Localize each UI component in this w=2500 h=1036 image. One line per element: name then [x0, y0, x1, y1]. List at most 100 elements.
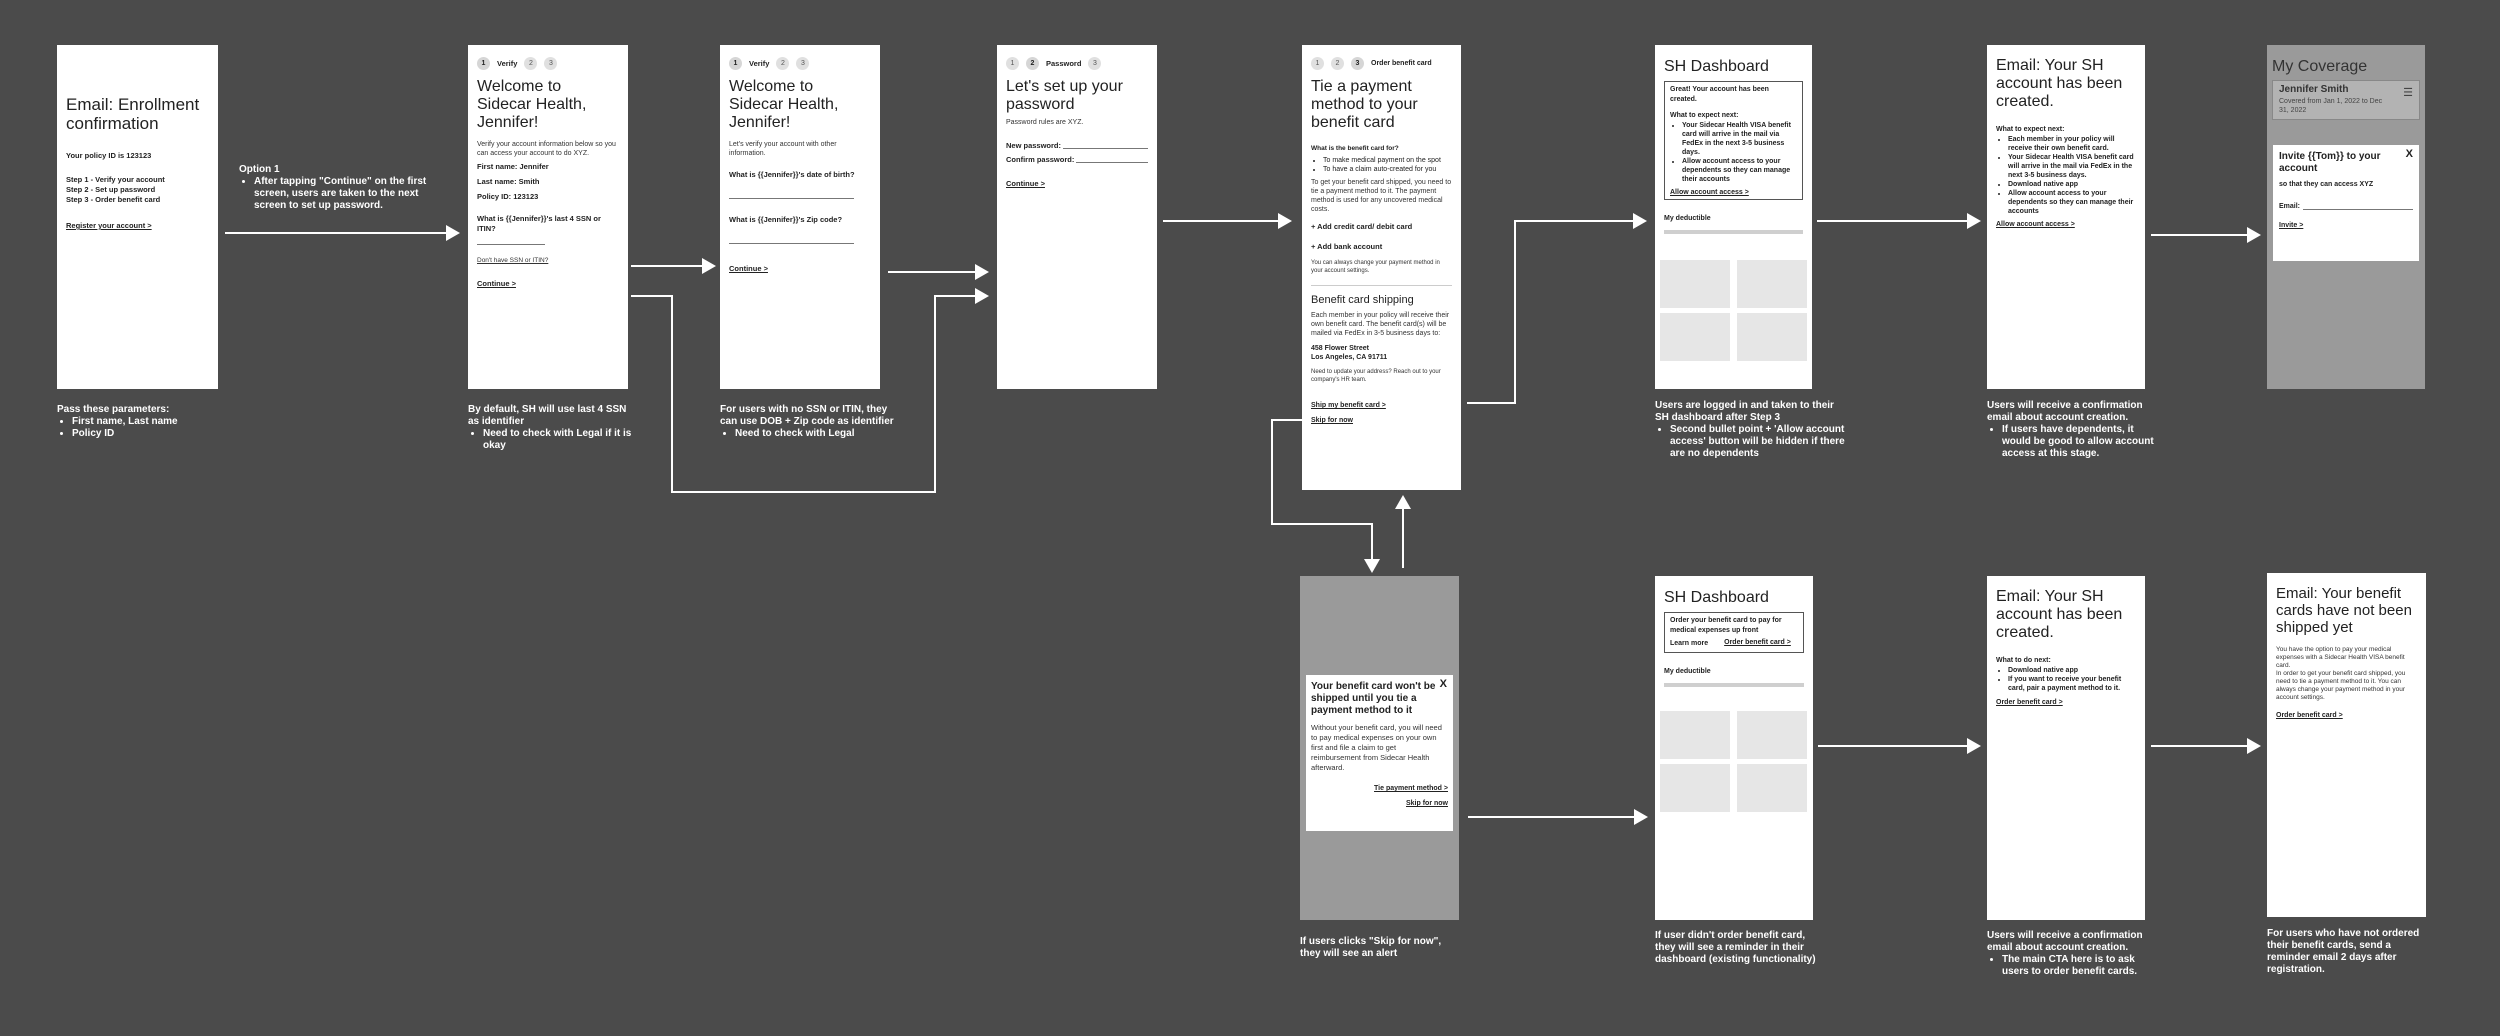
step-2-dot: 2 — [776, 57, 790, 70]
new-password-label: New password: — [1006, 141, 1062, 150]
step-1-dot: 1 — [729, 57, 742, 70]
allow-access-link[interactable]: Allow account access > — [1996, 221, 2075, 228]
new-password-input[interactable] — [1063, 148, 1148, 149]
deductible-label: My deductible — [1664, 215, 1711, 222]
page-title: My Coverage — [2272, 58, 2368, 75]
learn-more-link[interactable]: Learn more — [1670, 640, 1709, 647]
page-title: SH Dashboard — [1664, 58, 1769, 75]
screen-set-password: 1 2 Password 3 Let's set up your passwor… — [997, 45, 1157, 389]
screen-dashboard-reminder: SH Dashboard Order your benefit card to … — [1655, 576, 1813, 920]
order-card-link[interactable]: Order benefit card > — [1996, 699, 2063, 706]
ship-card-link[interactable]: Ship my benefit card > — [1311, 402, 1386, 409]
order-reminder-banner: Order your benefit card to pay for medic… — [1664, 612, 1804, 653]
tie-payment-link[interactable]: Tie payment method > — [1374, 785, 1448, 792]
continue-link[interactable]: Continue > — [1006, 179, 1045, 188]
step-1-dot: 1 — [1006, 57, 1019, 70]
note-reminder-email: For users who have not ordered their ben… — [2267, 928, 2432, 976]
order-card-link[interactable]: Order benefit card > — [1724, 639, 1791, 646]
last-name-text: Last name: Smith — [477, 177, 540, 186]
note-title: Users will receive a confirmation email … — [1987, 400, 2143, 423]
email-input[interactable] — [2303, 209, 2413, 210]
step-label: Password — [1046, 59, 1082, 68]
dashboard-card[interactable] — [1660, 711, 1730, 759]
payment-explainer: To get your benefit card shipped, you ne… — [1311, 179, 1452, 213]
list-item: Download native app — [2008, 666, 2136, 675]
page-title: Email: Your SH account has been created. — [1996, 588, 2123, 641]
reminder-text: Order your benefit card to pay for medic… — [1670, 617, 1782, 634]
page-title: Let's set up your password — [1006, 78, 1123, 113]
dashboard-card[interactable] — [1660, 313, 1730, 361]
list-item: If users have dependents, it would be go… — [2002, 424, 2157, 460]
list-item: The main CTA here is to ask users to ord… — [2002, 954, 2162, 978]
note-title: By default, SH will use last 4 SSN as id… — [468, 404, 627, 427]
screen-verify-ssn: 1 Verify 2 3 Welcome to Sidecar Health, … — [468, 45, 628, 389]
screen-my-coverage-invite: My Coverage Jennifer Smith Covered from … — [2267, 45, 2425, 389]
note-text: If user didn't order benefit card, they … — [1655, 930, 1816, 965]
policy-id-text: Policy ID: 123123 — [477, 192, 539, 201]
dashboard-card[interactable] — [1737, 711, 1807, 759]
list-item: Your Sidecar Health VISA benefit card wi… — [1682, 121, 1797, 157]
close-icon[interactable]: X — [2405, 148, 2413, 160]
order-card-link[interactable]: Order benefit card > — [2276, 712, 2343, 719]
menu-icon[interactable]: ☰ — [2403, 87, 2413, 99]
step-3-text: Step 3 - Order benefit card — [66, 195, 161, 204]
close-icon[interactable]: X — [1439, 678, 1447, 690]
ssn-input[interactable] — [477, 244, 545, 245]
dashboard-card[interactable] — [1660, 764, 1730, 812]
note-dashboard: Users are logged in and taken to their S… — [1655, 400, 1850, 460]
alert-body: Without your benefit card, you will need… — [1311, 723, 1442, 772]
expect-list: Your Sidecar Health VISA benefit card wi… — [1670, 121, 1797, 184]
skip-for-now-link[interactable]: Skip for now — [1311, 417, 1353, 424]
note-list: If users have dependents, it would be go… — [1987, 424, 2157, 460]
add-credit-card-button[interactable]: + Add credit card/ debit card — [1311, 222, 1413, 231]
arrow-s5-s9 — [1271, 419, 1380, 573]
step-3-dot: 3 — [796, 57, 810, 70]
dob-input[interactable] — [729, 198, 854, 199]
confirm-password-input[interactable] — [1076, 162, 1148, 163]
dashboard-card[interactable] — [1660, 260, 1730, 308]
dashboard-card[interactable] — [1737, 764, 1807, 812]
stepper: 1 Verify 2 3 — [729, 57, 871, 70]
register-account-link[interactable]: Register your account > — [66, 221, 152, 230]
note-confirmation-email: Users will receive a confirmation email … — [1987, 400, 2157, 460]
invite-link[interactable]: Invite > — [2279, 222, 2304, 229]
first-name-text: First name: Jennifer — [477, 162, 549, 171]
step-2-text: Step 2 - Set up password — [66, 185, 156, 194]
dashboard-card[interactable] — [1737, 313, 1807, 361]
benefit-card-uses: To make medical payment on the spot To h… — [1311, 156, 1452, 174]
skip-for-now-link[interactable]: Skip for now — [1406, 800, 1448, 807]
continue-link[interactable]: Continue > — [729, 264, 768, 273]
add-bank-account-button[interactable]: + Add bank account — [1311, 242, 1383, 251]
page-title: Email: Your benefit cards have not been … — [2276, 585, 2412, 636]
list-item: Second bullet point + 'Allow account acc… — [1670, 424, 1850, 460]
shipping-explainer: Each member in your policy will receive … — [1311, 312, 1450, 337]
step-label: Verify — [497, 59, 518, 68]
zip-input[interactable] — [729, 243, 854, 244]
password-rules: Password rules are XYZ. — [1006, 119, 1084, 126]
allow-access-link[interactable]: Allow account access > — [1670, 189, 1749, 196]
deductible-label: My deductible — [1664, 668, 1711, 675]
expect-heading: What to expect next: — [1670, 112, 1739, 119]
dashboard-card[interactable] — [1737, 260, 1807, 308]
stepper: 1 2 Password 3 — [1006, 57, 1148, 70]
no-ssn-link[interactable]: Don't have SSN or ITIN? — [477, 257, 549, 264]
arrow-s2-s4-skip — [631, 288, 989, 493]
zip-question: What is {{Jennifer}}'s Zip code? — [729, 215, 843, 224]
list-item: Allow account access to your dependents … — [1682, 157, 1797, 184]
note-title: Users will receive a confirmation email … — [1987, 930, 2143, 953]
todo-heading: What to do next: — [1996, 657, 2051, 664]
note-title: Pass these parameters: — [57, 404, 170, 415]
address-line-2: Los Angeles, CA 91711 — [1311, 354, 1388, 361]
shipping-heading: Benefit card shipping — [1311, 294, 1414, 306]
deductible-bar — [1664, 683, 1804, 687]
stepper: 1 2 3 Order benefit card — [1311, 57, 1452, 70]
address-update-note: Need to update your address? Reach out t… — [1311, 369, 1441, 383]
continue-link[interactable]: Continue > — [477, 279, 516, 288]
intro-text: Verify your account information below so… — [477, 141, 616, 157]
step-1-text: Step 1 - Verify your account — [66, 175, 165, 184]
note-list: First name, Last name Policy ID — [57, 416, 227, 440]
dob-question: What is {{Jennifer}}'s date of birth? — [729, 170, 855, 179]
page-title: Welcome to Sidecar Health, Jennifer! — [477, 78, 587, 131]
page-title: Tie a payment method to your benefit car… — [1311, 78, 1418, 131]
page-title: Welcome to Sidecar Health, Jennifer! — [729, 78, 839, 131]
